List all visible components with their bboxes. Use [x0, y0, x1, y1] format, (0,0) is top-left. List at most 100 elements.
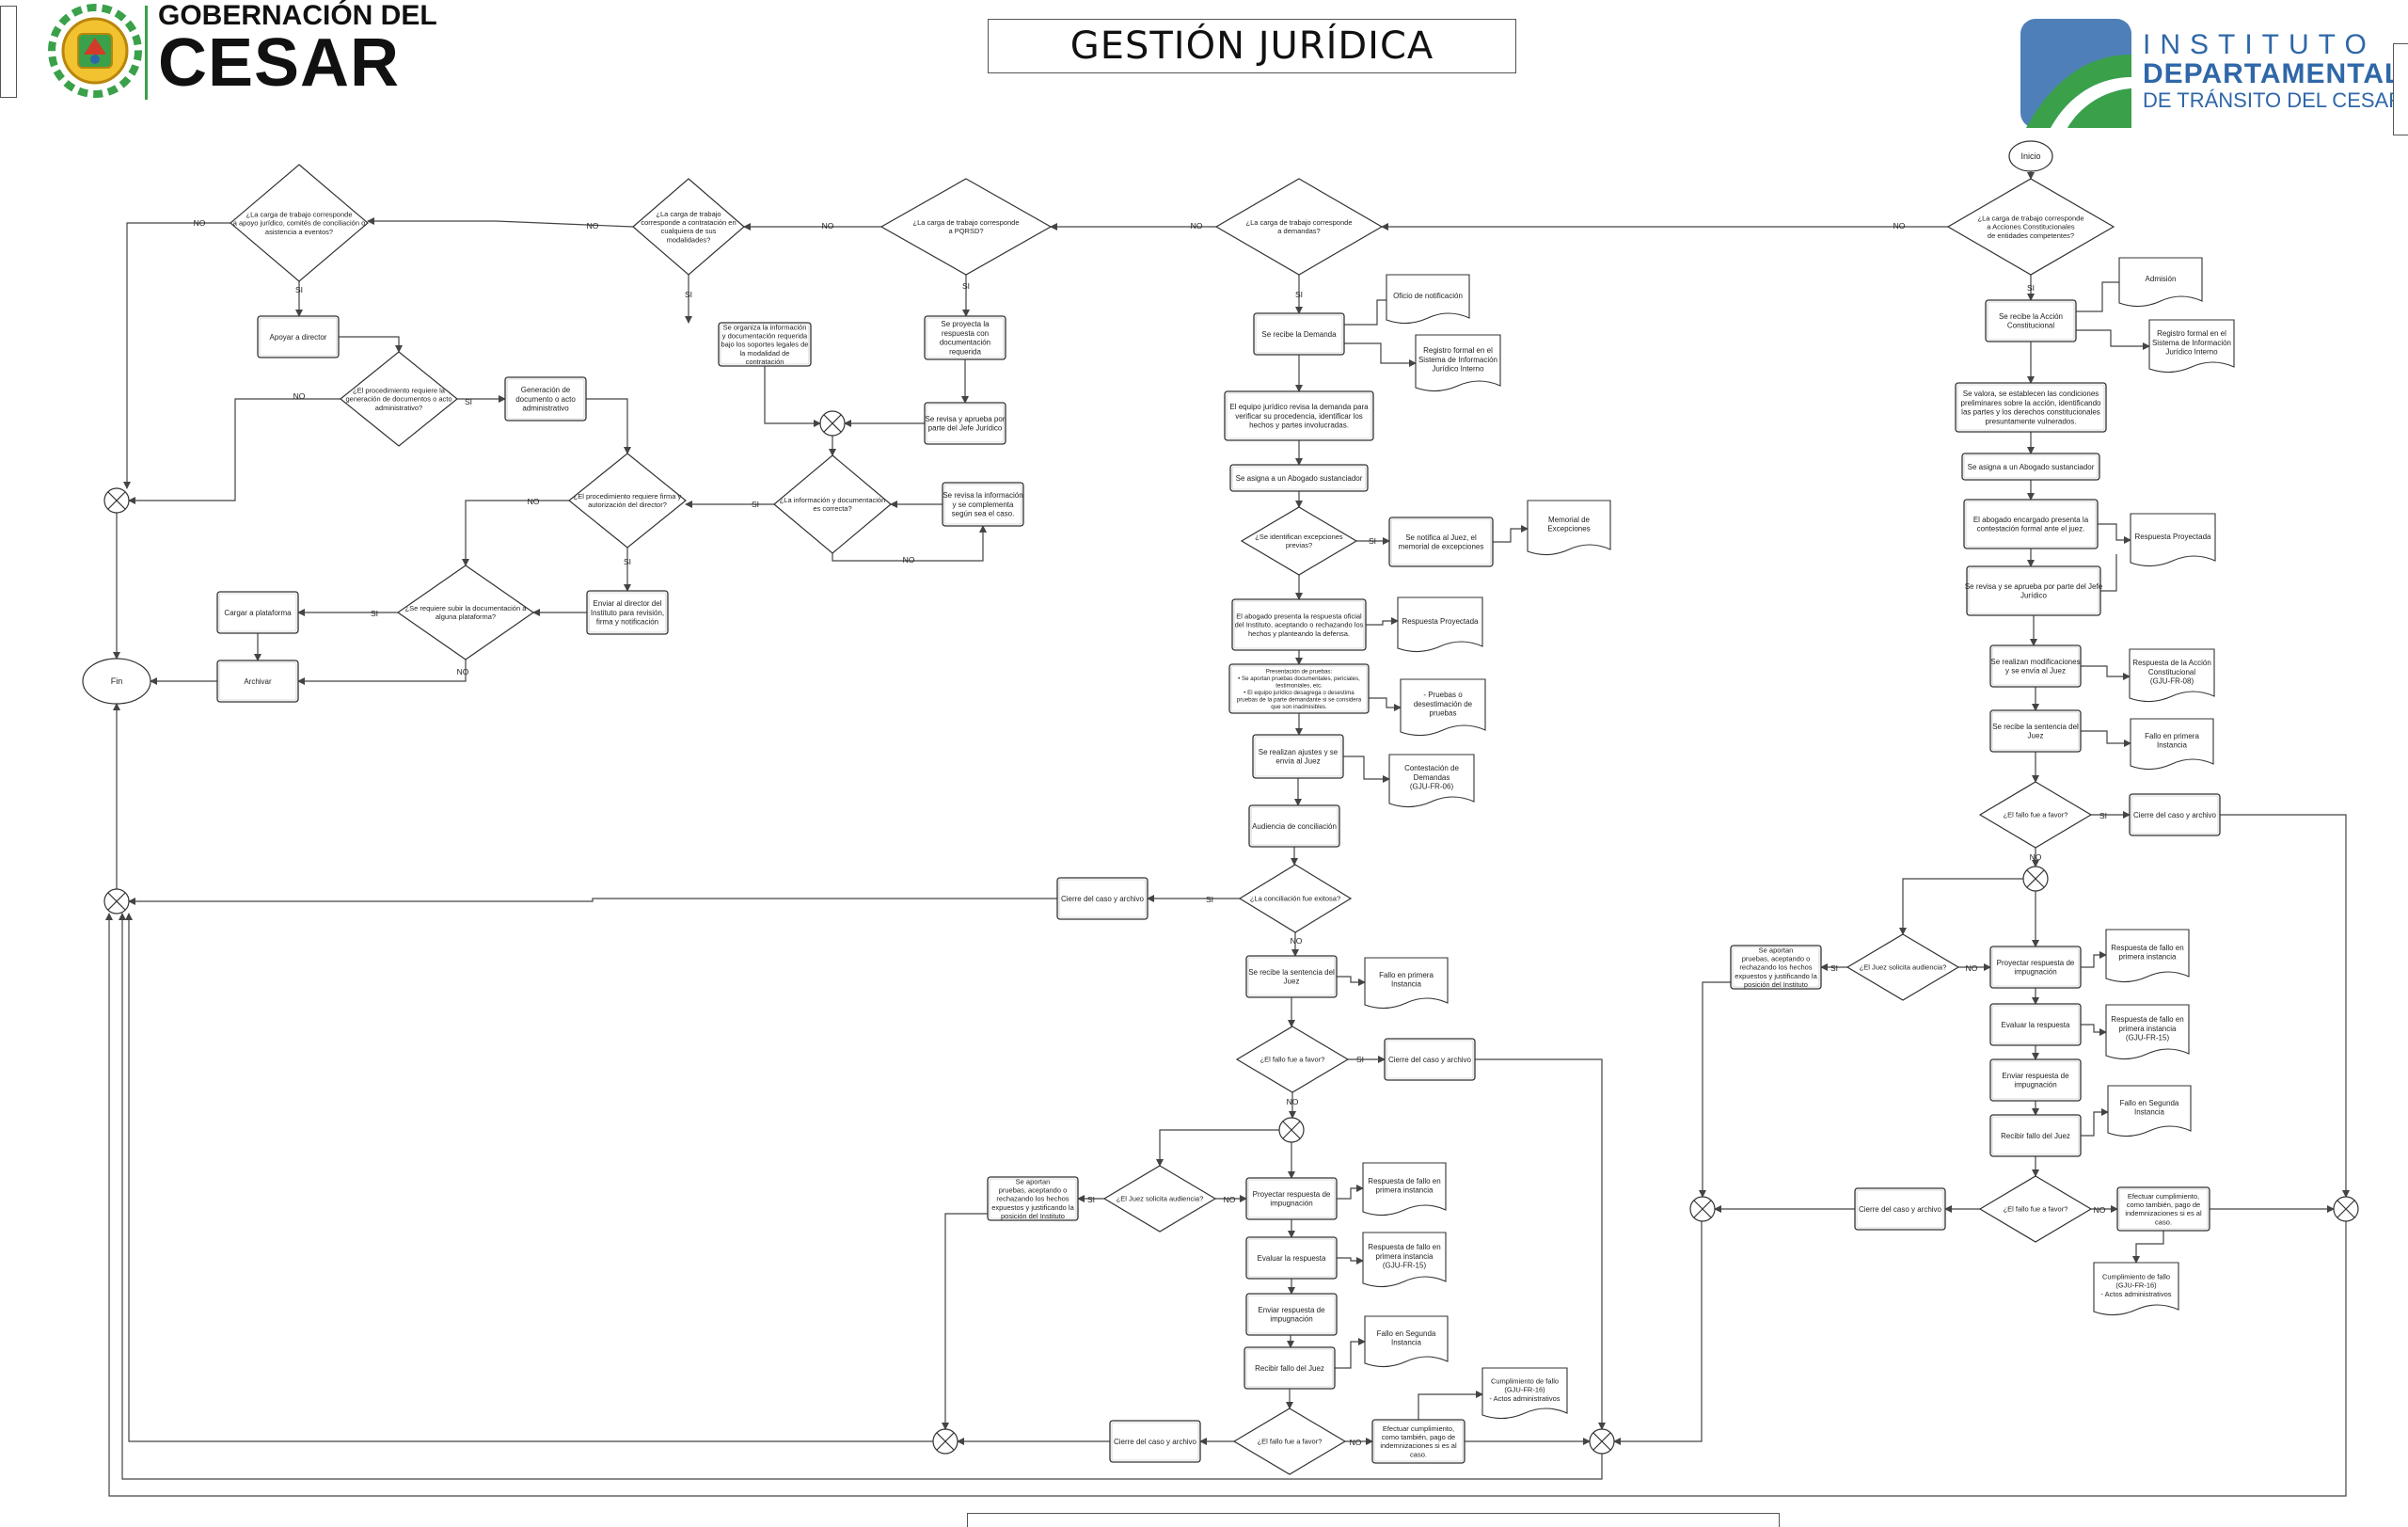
evaluar-resp-mid-box-shape — [1245, 1236, 1338, 1280]
e-accion-registro — [2076, 329, 2150, 350]
cierre-caso-mid3-box-inner — [1111, 1422, 1199, 1461]
recibe-sentencia-box-shape — [1245, 955, 1338, 998]
enviar-impug-right-box-shape — [1989, 1058, 2082, 1102]
se-aportan-right-box-shape — [1730, 945, 1822, 990]
road-logo-icon — [2020, 19, 2131, 128]
se-revisa-info-box-line: y se complementa — [953, 501, 1014, 509]
abogado-encargado-box-line: contestación formal ante el juez. — [1977, 525, 2085, 533]
se-proyecta-box-shape — [924, 315, 1006, 360]
decision-demandas-line: a demandas? — [1277, 227, 1320, 235]
se-organiza-box-inner — [720, 324, 810, 365]
enviar-director-box-shape — [586, 590, 669, 635]
recibe-sentencia-box-line: Juez — [1284, 978, 1300, 986]
end-node: Fin — [82, 658, 151, 705]
ajustes-juez-box-shape — [1252, 734, 1344, 779]
decision-contratacion-line: cualquiera de sus — [661, 227, 717, 235]
decision-conciliacion-line: ¿La conciliación fue exitosa? — [1250, 895, 1340, 903]
decision-fallo-favor-1: ¿El fallo fue a favor? — [1235, 1026, 1350, 1093]
efectuar-cumplimiento-right-box-inner — [2118, 1188, 2209, 1230]
se-proyecta-box-inner — [926, 317, 1005, 358]
recibe-sentencia-box-inner — [1247, 957, 1336, 996]
merge-left-bottom — [103, 888, 130, 915]
cumplimiento-mid-doc-line: - Actos administrativos — [1489, 1394, 1560, 1403]
cierre-caso-mid2-box-line: Cierre del caso y archivo — [1388, 1056, 1472, 1064]
se-revisa-jefe-b-box-line: Jurídico — [2020, 592, 2048, 600]
proyectar-impug-mid-box-line: Proyectar respuesta de — [1253, 1190, 1331, 1199]
lbl-si-5: SI — [2027, 283, 2035, 293]
se-revisa-jefe-b-box-text: Se revisa y se aprueba por parte del Jef… — [1965, 582, 2103, 600]
merge-mid-impug-cross — [1282, 1121, 1301, 1139]
proyectar-impug-right-box-line: impugnación — [2014, 968, 2056, 977]
memorial-excepciones-doc-shape — [1527, 500, 1611, 556]
se-revisa-jefe-box-line: parte del Jefe Jurídico — [928, 424, 1003, 433]
decision-subir-doc-line: ¿Se requiere subir la documentación a — [405, 604, 528, 612]
decision-procedimiento-gen-shape — [340, 351, 458, 447]
cierre-caso-mid-box-shape — [1056, 877, 1149, 920]
efectuar-cumplimiento-mid-box-line: caso. — [1410, 1450, 1427, 1458]
lbl-no-3: NO — [822, 221, 834, 231]
se-revisa-jefe-box-line: Se revisa y aprueba por — [926, 415, 1006, 423]
cumplimiento-mid-doc-shape — [1481, 1367, 1568, 1420]
fallo-primera-b-doc-line: Fallo en primera — [2145, 732, 2199, 740]
asigna-abogado-box: Se asigna a un Abogado sustanciador — [1229, 464, 1369, 492]
evaluar-resp-right-box-shape — [1989, 1003, 2082, 1046]
enviar-impug-mid-box-line: Enviar respuesta de — [1258, 1306, 1325, 1314]
decision-fallo-favor-2: ¿El fallo fue a favor? — [1232, 1408, 1347, 1475]
decision-fallo-favor-1-line: ¿El fallo fue a favor? — [1260, 1056, 1325, 1064]
decision-fallo-favor-4: ¿El fallo fue a favor? — [1978, 1175, 2093, 1243]
e-ajustes-contest — [1343, 756, 1390, 783]
archivar-box-text: Archivar — [244, 677, 272, 686]
resp-fallo-gju15-right-doc-line: (GJU-FR-15) — [2126, 1034, 2170, 1042]
cierre-caso-mid2-box-shape — [1384, 1038, 1476, 1081]
right-logo-text: INSTITUTO DEPARTAMENTAL DE TRÁNSITO DEL … — [2143, 30, 2403, 113]
cierre-caso-right-box-line: Cierre del caso y archivo — [2133, 811, 2217, 819]
decision-conciliacion: ¿La conciliación fue exitosa? — [1238, 864, 1353, 933]
recibe-sentencia-b-box-line: Juez — [2028, 732, 2044, 740]
resp-fallo-primera-right-doc-shape — [2105, 929, 2190, 983]
modificaciones-juez-box-line: Se realizan modificaciones — [1990, 658, 2080, 666]
efectuar-cumplimiento-mid-box: Efectuar cumplimiento,como también, pago… — [1371, 1419, 1465, 1464]
lbl-si-14: SI — [2099, 811, 2107, 820]
lbl-no-2: NO — [1191, 221, 1203, 231]
notifica-juez-box-line: Se notifica al Juez, el — [1405, 533, 1477, 542]
end-node-line: Fin — [111, 676, 123, 686]
decision-excepciones-line: ¿Se identifican excepciones — [1255, 533, 1343, 541]
se-valora-box-line: preliminares sobre la acción, identifica… — [1961, 399, 2102, 407]
se-organiza-box-line: contratación — [746, 358, 784, 366]
e-demanda-registro — [1344, 342, 1417, 367]
e-recibir-fallo2 — [1335, 1338, 1366, 1369]
cierre-caso-mid3-box-text: Cierre del caso y archivo — [1114, 1438, 1197, 1446]
enviar-director-box-inner — [588, 592, 667, 633]
lbl-no-13: NO — [1350, 1438, 1362, 1447]
abogado-presenta-box: El abogado presenta la respuesta oficial… — [1231, 598, 1367, 651]
e-proyectar-resp1 — [1337, 1185, 1364, 1200]
resp-fallo-gju15-mid-doc-line: primera instancia — [1376, 1252, 1434, 1261]
recibir-fallo-right-box-line: Recibir fallo del Juez — [2001, 1132, 2070, 1140]
lbl-si-9: SI — [371, 609, 378, 618]
decision-excepciones-line: previas? — [1286, 541, 1312, 549]
audiencia-box-text: Audiencia de conciliación — [1252, 822, 1337, 831]
merge-left-top — [103, 487, 130, 514]
recibe-demanda-box: Se recibe la Demanda — [1253, 312, 1345, 356]
lbl-no-14: NO — [2030, 852, 2042, 862]
decision-apoyo-line: asistencia a eventos? — [265, 228, 333, 236]
audiencia-box-inner — [1250, 806, 1339, 846]
decision-contratacion-line: ¿La carga de trabajo — [656, 210, 721, 218]
se-organiza-box-line: la modalidad de — [740, 349, 790, 358]
e-merge-mid-left — [125, 913, 933, 1442]
audiencia-box: Audiencia de conciliación — [1248, 804, 1340, 848]
decision-pqrsd-shape — [879, 178, 1053, 276]
se-aportan-mid-box-line: expuestos y justificando la — [991, 1203, 1074, 1212]
